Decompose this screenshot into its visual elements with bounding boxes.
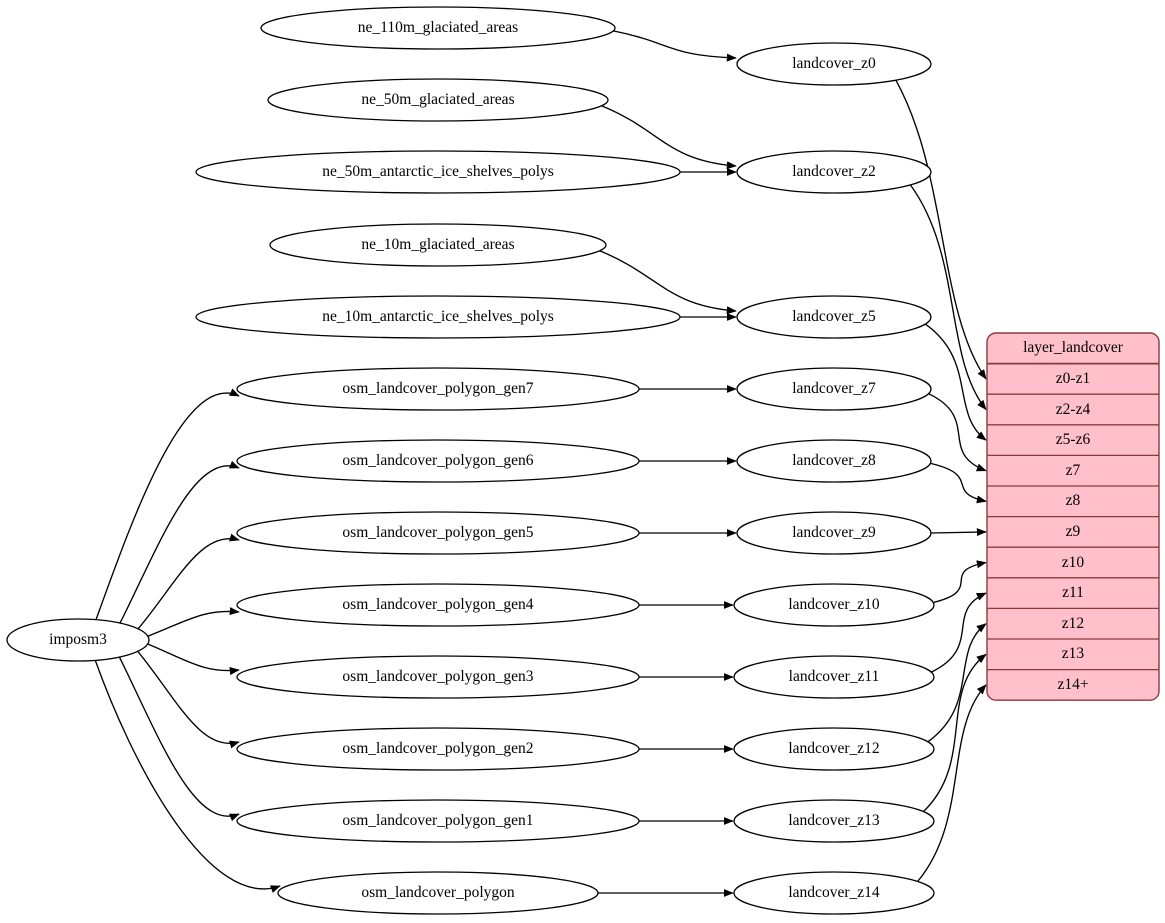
edge-layer-to-table-row [930, 528, 987, 537]
node-ellipse[interactable] [236, 799, 640, 843]
edge-imposm3-to-source [119, 460, 240, 624]
node-ellipse[interactable] [236, 367, 640, 411]
edge-layer-to-table-row [933, 560, 987, 604]
node-ellipse[interactable] [736, 295, 932, 339]
edge-imposm3-to-source [137, 533, 240, 630]
edge-layer-to-table-row [917, 684, 987, 882]
edge-imposm3-to-source [137, 650, 240, 749]
edge-imposm3-to-source [94, 660, 281, 893]
node-ellipse[interactable] [736, 150, 932, 194]
edge-source-to-layer [613, 30, 737, 62]
edge-imposm3-to-source [95, 388, 240, 620]
node-ellipse[interactable] [236, 439, 640, 483]
edge-layer-to-table-row [909, 184, 987, 411]
edge-layer-to-table-row [927, 623, 987, 743]
ellipse-node-group [6, 6, 935, 915]
node-ellipse[interactable] [269, 223, 607, 267]
node-ellipse[interactable] [267, 78, 609, 122]
edge-imposm3-to-source [118, 656, 240, 822]
edge-layer-to-table-row [924, 323, 987, 441]
edge-layer-to-table-row [931, 592, 987, 673]
node-ellipse[interactable] [236, 727, 640, 771]
layer-table-shape [986, 332, 1160, 701]
edge-source-to-layer [599, 250, 737, 315]
edge-imposm3-to-source [147, 643, 240, 675]
node-ellipse[interactable] [736, 511, 932, 555]
node-ellipse[interactable] [736, 439, 932, 483]
node-ellipse[interactable] [236, 511, 640, 555]
node-ellipse[interactable] [260, 6, 616, 50]
node-ellipse[interactable] [736, 367, 932, 411]
node-ellipse[interactable] [733, 727, 935, 771]
node-ellipse[interactable] [733, 871, 935, 915]
node-ellipse[interactable] [195, 150, 681, 194]
node-ellipse[interactable] [6, 618, 150, 662]
node-ellipse[interactable] [733, 655, 935, 699]
edge-group [94, 30, 987, 897]
node-ellipse[interactable] [733, 583, 935, 627]
edge-imposm3-to-source [147, 607, 240, 637]
edge-layer-to-table-row [895, 79, 987, 380]
node-ellipse[interactable] [277, 871, 599, 915]
node-ellipse[interactable] [236, 583, 640, 627]
edge-source-to-layer [601, 105, 737, 170]
edge-layer-to-table-row [930, 462, 987, 504]
node-ellipse[interactable] [736, 42, 932, 86]
edge-layer-to-table-row [928, 393, 987, 472]
node-ellipse[interactable] [733, 799, 935, 843]
node-ellipse[interactable] [236, 655, 640, 699]
node-ellipse[interactable] [195, 295, 681, 339]
edge-layer-to-table-row [922, 653, 987, 813]
